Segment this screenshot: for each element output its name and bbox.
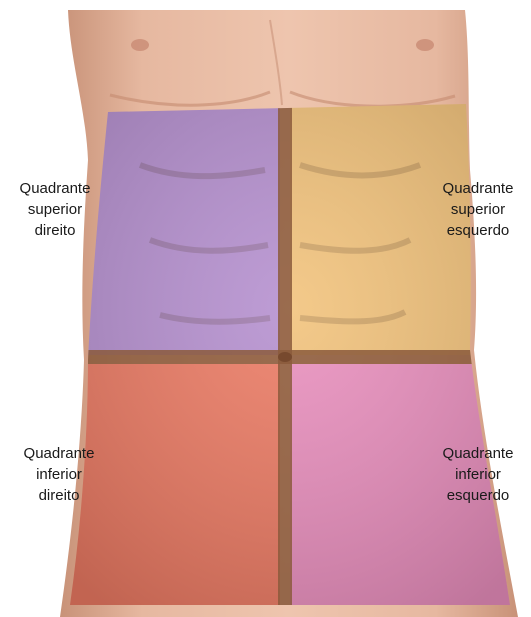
label-lower-right-quadrant: Quadrante inferior direito — [4, 443, 114, 506]
label-upper-left-quadrant: Quadrante superior esquerdo — [425, 178, 531, 241]
left-nipple-icon — [416, 39, 434, 51]
navel-icon — [278, 352, 292, 362]
label-lower-left-quadrant: Quadrante inferior esquerdo — [425, 443, 531, 506]
label-upper-right-quadrant: Quadrante superior direito — [0, 178, 110, 241]
right-nipple-icon — [131, 39, 149, 51]
